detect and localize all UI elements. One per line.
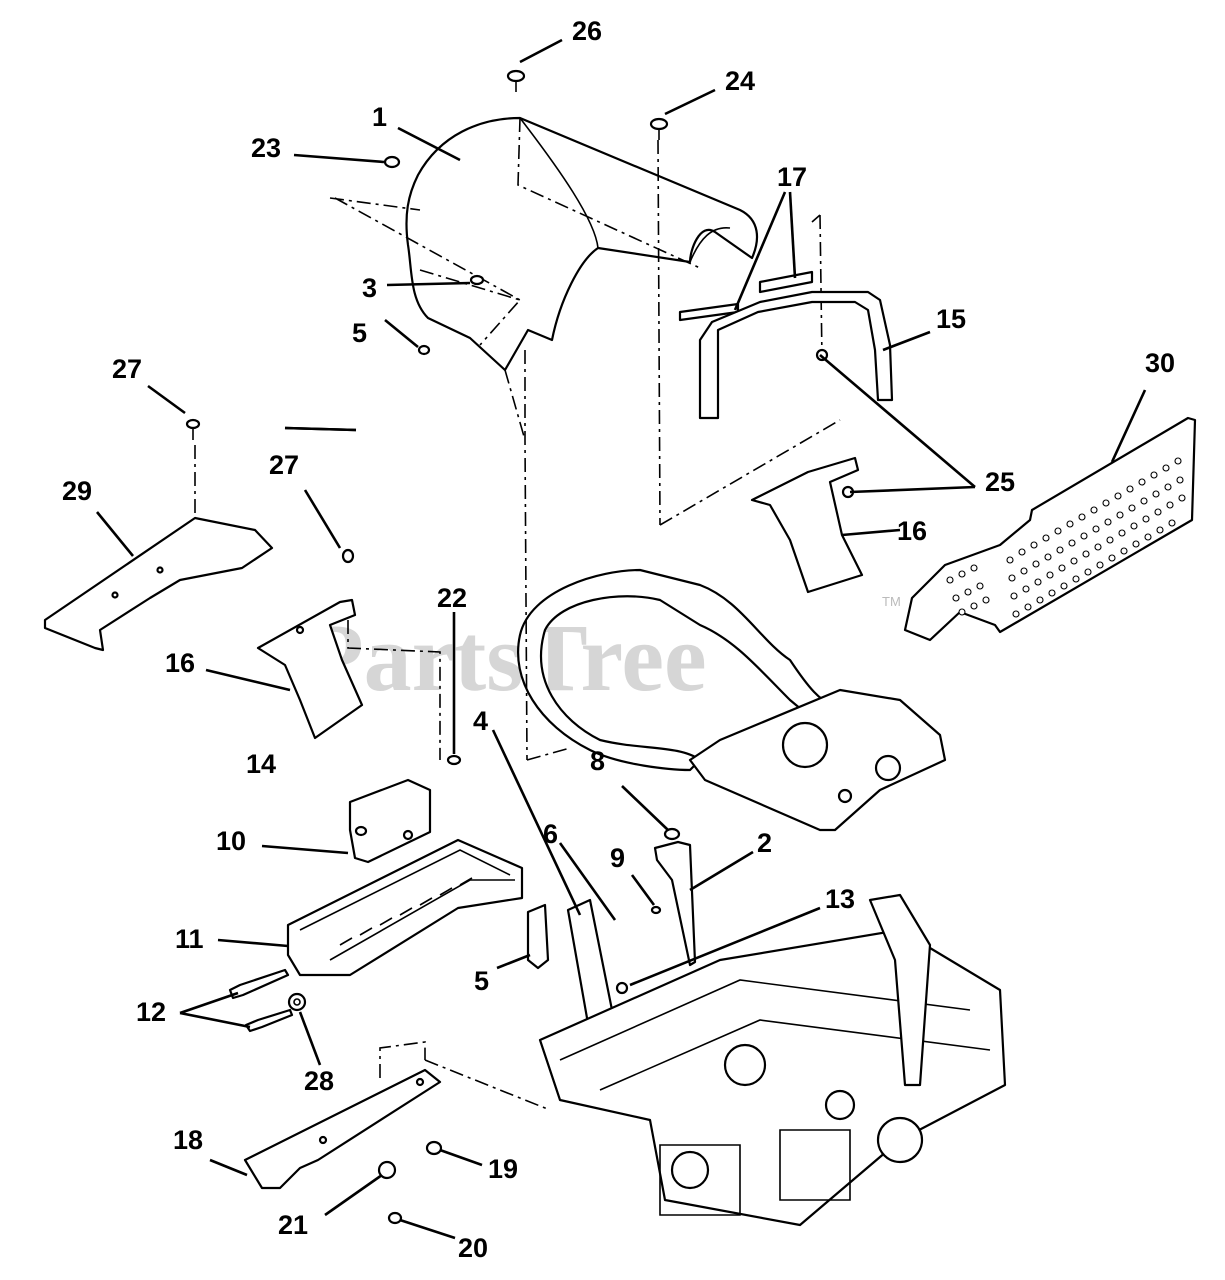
callout-22: 22: [437, 583, 467, 613]
part-16-right-bracket: [750, 456, 864, 594]
part-18-bracket: [243, 1068, 442, 1190]
callout-9: 9: [610, 843, 625, 873]
callout-20: 20: [458, 1233, 488, 1263]
part-1-seat-cover: [405, 116, 759, 372]
callout-30: 30: [1145, 348, 1175, 378]
callout-2: 2: [757, 828, 772, 858]
callout-27-left: 27: [112, 354, 142, 384]
callout-5-bottom: 5: [474, 966, 489, 996]
callout-23: 23: [251, 133, 281, 163]
callout-19: 19: [488, 1154, 518, 1184]
callout-6: 6: [543, 819, 558, 849]
callout-16-left: 16: [165, 648, 195, 678]
callout-labels: 1 2 3 4 5 5 6 8 9 10 11 12 13 14 15 16 1…: [62, 16, 1175, 1263]
part-29-plate: [43, 516, 274, 652]
callout-15: 15: [936, 304, 966, 334]
callout-24: 24: [725, 66, 755, 96]
part-16-left-bracket: [256, 598, 364, 740]
callout-27-middle: 27: [269, 450, 299, 480]
callout-5-top: 5: [352, 318, 367, 348]
callout-17: 17: [777, 162, 807, 192]
part-11-battery-tray: [286, 838, 524, 977]
callout-10: 10: [216, 826, 246, 856]
watermark-trademark: TM: [882, 594, 901, 609]
callout-8: 8: [590, 746, 605, 776]
main-frame-assembly: [538, 893, 1007, 1227]
callout-3: 3: [362, 273, 377, 303]
callout-21: 21: [278, 1210, 308, 1240]
leader-lines: [95, 38, 1147, 1240]
part-10-bracket: [348, 778, 432, 864]
part-30-perforated-panel: [903, 416, 1197, 642]
callout-11: 11: [175, 924, 204, 954]
part-5-clip: [526, 903, 550, 970]
callout-13: 13: [825, 884, 855, 914]
callout-28: 28: [304, 1066, 334, 1096]
callout-1: 1: [372, 102, 387, 132]
hardware-bolts: [185, 69, 681, 1225]
callout-14: 14: [246, 749, 276, 779]
watermark: PartsTree: [305, 604, 707, 711]
callout-16-right: 16: [897, 516, 927, 546]
callout-29: 29: [62, 476, 92, 506]
panel-holes: [946, 457, 1186, 618]
frame-rail-loop: [517, 568, 947, 832]
callout-25: 25: [985, 467, 1015, 497]
callout-12: 12: [136, 997, 166, 1027]
callout-4: 4: [473, 706, 488, 736]
part-2-support: [653, 840, 697, 967]
callout-18: 18: [173, 1125, 203, 1155]
callout-26: 26: [572, 16, 602, 46]
